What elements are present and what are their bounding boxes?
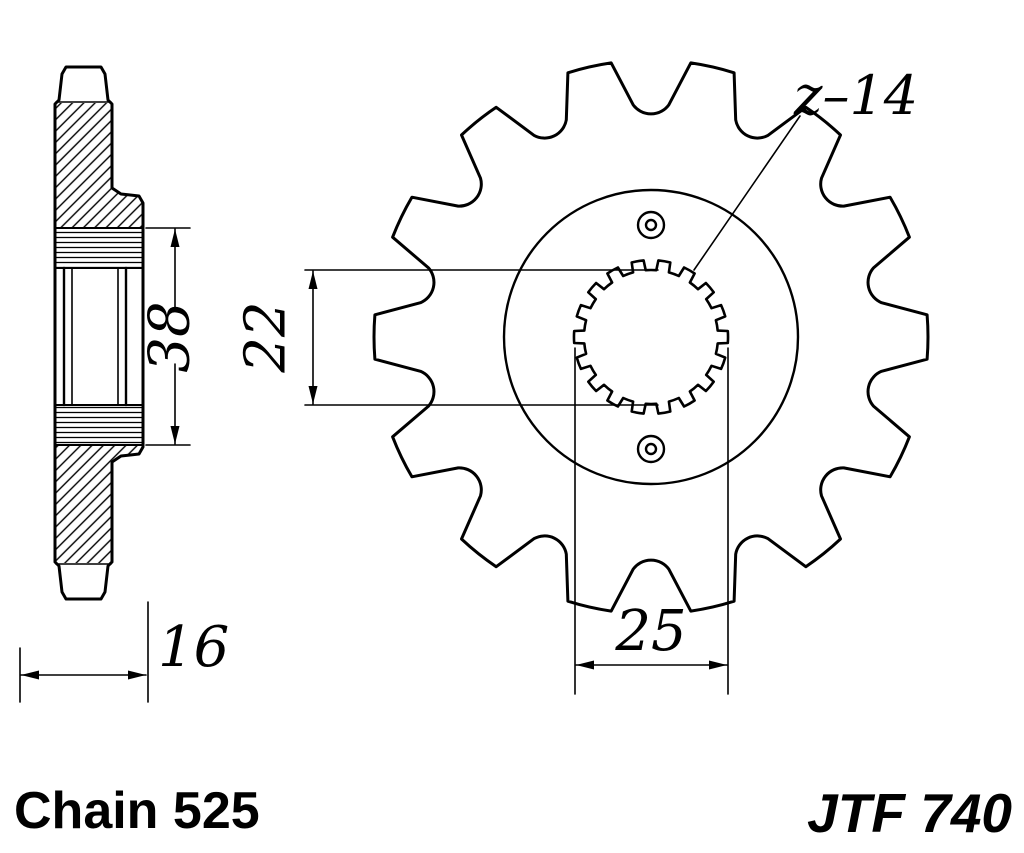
arrowhead-38-down	[170, 426, 180, 444]
dim-22-label: 22	[234, 301, 299, 373]
arrowhead-16-right	[128, 670, 146, 680]
part-number-label: JTF 740	[807, 782, 1012, 844]
bolt-hole-top	[636, 210, 666, 240]
section-hatch-top	[56, 103, 142, 227]
side-section-view	[53, 65, 145, 601]
arrowhead-38-up	[170, 229, 180, 247]
arrowhead-22-up	[308, 271, 318, 289]
dim-38-label: 38	[138, 301, 203, 372]
bolt-hole-bottom	[636, 434, 666, 464]
dimension-16: 16	[19, 601, 229, 703]
arrowhead-25-right	[709, 660, 727, 670]
chain-size-label: Chain 525	[14, 782, 260, 840]
leader-line-z14	[693, 115, 801, 271]
teeth-count-callout: z–14	[693, 64, 918, 271]
section-hatch-bottom	[56, 446, 142, 563]
hub-circle	[502, 188, 800, 486]
dimension-22: 22	[234, 269, 659, 406]
dimension-25: 25	[574, 347, 729, 695]
spline-section-band-top	[54, 227, 144, 269]
arrowhead-16-left	[21, 670, 39, 680]
dimension-38: 38	[138, 227, 203, 446]
spline-section-band-bottom	[54, 404, 144, 446]
arrowhead-22-down	[308, 386, 318, 404]
front-view	[372, 61, 930, 613]
spline-bore-outline	[572, 259, 730, 415]
bolt-hole-bottom-inner	[644, 442, 658, 456]
bolt-hole-top-inner	[644, 218, 658, 232]
dim-16-label: 16	[158, 615, 229, 680]
dim-25-label: 25	[614, 599, 686, 664]
teeth-count-label: z–14	[793, 64, 918, 127]
arrowhead-25-left	[576, 660, 594, 670]
